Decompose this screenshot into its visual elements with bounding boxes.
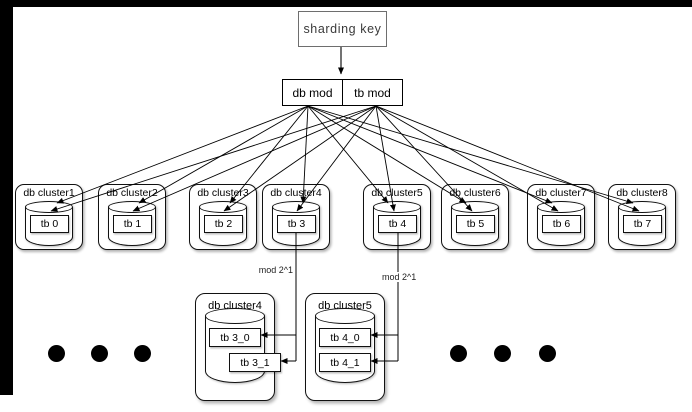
cluster-name: db cluster4 [270,187,322,199]
db-cluster4-box: db cluster4 tb 3 [262,184,330,250]
table-box: tb 4_1 [319,353,371,372]
table-box: tb 4_0 [319,328,371,347]
cluster-name: db cluster8 [616,187,668,199]
mod-2-1-label-left: mod 2^1 [258,265,293,275]
cluster-name: db cluster1 [23,187,75,199]
cluster-name: db cluster6 [449,187,501,199]
table-box: tb 0 [30,215,69,233]
db-cluster5-box: db cluster5 tb 4 [363,184,431,250]
db-cluster4-expanded-box: db cluster4 tb 3_0 tb 3_1 [195,293,281,401]
db-cluster3-box: db cluster3 tb 2 [189,184,257,250]
table-box: tb 5 [456,215,495,233]
cluster-name: db cluster2 [106,187,158,199]
table-box: tb 3_1 [229,353,281,372]
letterbox-top [0,0,692,7]
db-cluster8-box: db cluster8 tb 7 [608,184,676,250]
table-box: tb 6 [542,215,581,233]
dot [494,345,511,362]
dot [450,345,467,362]
database-cylinder-icon [204,308,266,383]
table-box: tb 1 [113,215,152,233]
dot [539,345,556,362]
db-cluster1-box: db cluster1 tb 0 [15,184,83,250]
cluster-name: db cluster5 [371,187,423,199]
dot [48,345,65,362]
db-mod-cell: db mod [283,80,343,105]
tb-mod-cell: tb mod [354,85,391,100]
table-box: tb 4 [378,215,417,233]
dot [134,345,151,362]
table-box: tb 3_0 [209,328,261,347]
database-cylinder-icon [314,308,376,383]
db-cluster7-box: db cluster7 tb 6 [527,184,595,250]
dot [91,345,108,362]
sharding-key-box: sharding key [298,11,387,47]
cluster-name: db cluster3 [197,187,249,199]
letterbox-left [0,0,13,395]
table-box: tb 3 [277,215,316,233]
table-box: tb 2 [204,215,243,233]
db-cluster5-expanded-box: db cluster5 tb 4_0 tb 4_1 [305,293,385,401]
mod-box: db mod tb mod [282,79,403,106]
cluster-name: db cluster7 [535,187,587,199]
table-box: tb 7 [623,215,662,233]
db-cluster6-box: db cluster6 tb 5 [441,184,509,250]
sharding-key-label: sharding key [303,22,382,36]
db-cluster2-box: db cluster2 tb 1 [98,184,166,250]
mod-2-1-label-right: mod 2^1 [381,272,418,282]
